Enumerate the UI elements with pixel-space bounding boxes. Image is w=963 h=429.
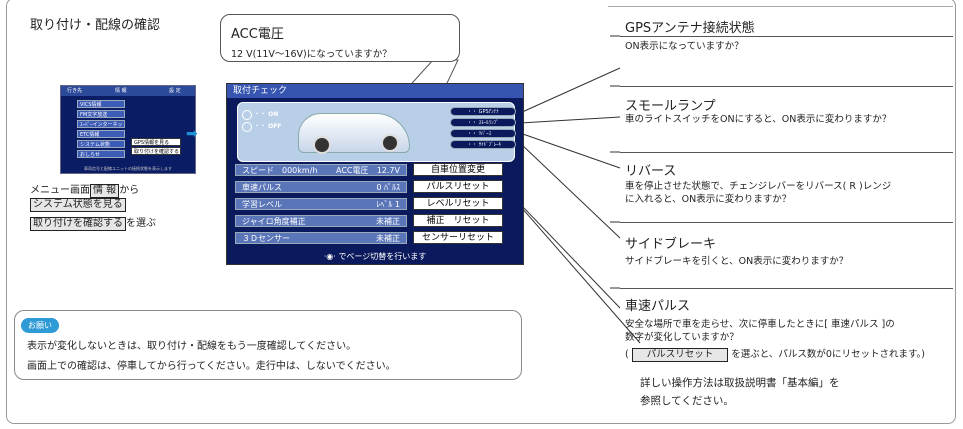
request-note: お願い 表示が変化しないときは、取り付け・配線をもう一度確認してください。 画面… xyxy=(14,310,522,380)
vehicle-pulse-text-1: 安全な場所で車を走らせ、次に停車したときに[ 車速パルス ]の xyxy=(625,319,895,330)
sensor-reset-button[interactable]: センサーリセット xyxy=(413,231,503,244)
caption-prefix: メニュー画面 xyxy=(30,185,90,196)
indicator-side-brake: ・・ ｻｲﾄﾞﾌﾞﾚｰｷ xyxy=(450,140,516,149)
row-gyro-correction: ジャイロ角度補正 未補正 xyxy=(235,215,407,227)
indicator-on-label: ・・ ON xyxy=(254,111,279,118)
small-lamp-text: 車のライトスイッチをONにすると、ON表示に変わりますか？ xyxy=(625,114,892,125)
indicator-gps-antenna: ・・ GPSｱﾝﾃﾅ xyxy=(450,107,516,116)
menu-item-etc[interactable]: ETC情報 xyxy=(77,130,125,138)
indicator-small-lamp: ・・ ｽﾓｰﾙﾗﾝﾌﾟ xyxy=(450,118,516,127)
reverse-title: リバース xyxy=(625,164,677,179)
request-line-1: 表示が変化しないときは、取り付け・配線をもう一度確認してください。 xyxy=(27,341,357,352)
row-value: ﾚﾍﾞﾙ 1 xyxy=(376,200,400,209)
off-indicator-icon xyxy=(242,121,252,132)
menu-tab-info[interactable]: 情 報 xyxy=(115,88,127,94)
rule-reverse xyxy=(620,152,953,153)
wheel-icon xyxy=(313,136,331,154)
rule-gps xyxy=(620,36,953,37)
row-label: ジャイロ角度補正 xyxy=(242,217,306,226)
gps-title: GPSアンテナ接続状態 xyxy=(625,21,755,36)
install-check-screen: 取付チェック ・・ ON ・・ OFF ・・ GPSｱﾝﾃﾅ ・・ ｽﾓｰﾙﾗﾝ… xyxy=(226,83,524,265)
caption-line-2: システム状態を見る xyxy=(30,198,126,212)
menu-item-internet[interactable]: ｽｰﾊﾟｰインターネット xyxy=(77,120,125,136)
screen-title: 取付チェック xyxy=(227,84,523,98)
key-info: 情 報 xyxy=(90,184,120,198)
speed-acc-row: スピード 000km/h ACC電圧 12.7V xyxy=(235,164,407,176)
manual-ref-line-2: 参照してください。 xyxy=(640,395,734,407)
section-title: 取り付け・配線の確認 xyxy=(30,18,161,33)
request-line-2: 画面上での確認は、停車してから行ってください。走行中は、しないでください。 xyxy=(27,361,396,372)
menu-tab-destination[interactable]: 行き先 xyxy=(67,88,83,94)
key-check-install: 取り付けを確認する xyxy=(30,217,126,231)
pulse-reset-note: ( パルスリセット を選ぶと、パルス数が0にリセットされます。) xyxy=(625,348,925,362)
side-brake-text: サイドブレーキを引くと、ON表示に変わりますか？ xyxy=(625,256,849,267)
acc-value: 12.7V xyxy=(376,166,400,175)
rule-side-brake xyxy=(620,222,953,223)
page-hint-text: でページ切替を行います xyxy=(338,252,427,261)
reverse-text-1: 車を停止させた状態で、チェンジレバーをリバース( R )レンジ xyxy=(625,181,892,192)
row-learning-level: 学習レベル ﾚﾍﾞﾙ 1 xyxy=(235,198,407,210)
speed-label: スピード xyxy=(242,166,274,175)
acc-label: ACC電圧 xyxy=(336,166,369,175)
row-value: 0 ﾊﾟﾙｽ xyxy=(376,183,400,192)
menu-tab-settings[interactable]: 設 定 xyxy=(169,88,181,94)
indicator-off: ・・ OFF xyxy=(242,121,281,132)
pulse-reset-button[interactable]: パルスリセット xyxy=(413,180,503,193)
acc-callout: ACC電圧 12 V(11V～16V)になっていますか？ xyxy=(220,14,460,62)
key-pulse-reset: パルスリセット xyxy=(631,348,729,362)
row-3d-sensor: ３Ｄセンサー 未補正 xyxy=(235,232,407,244)
note-suffix: を選ぶと、パルス数が0にリセットされます。) xyxy=(731,349,925,360)
caption-line-1: メニュー画面情 報から xyxy=(30,181,139,198)
row-value: 未補正 xyxy=(376,234,400,243)
speed-value: 000km/h xyxy=(282,166,318,175)
row-vehicle-pulse: 車速パルス 0 ﾊﾟﾙｽ xyxy=(235,181,407,193)
caption-line-3: 取り付けを確認するを選ぶ xyxy=(30,214,156,231)
vehicle-pulse-text-2: 数字が変化していますか？ xyxy=(625,332,739,343)
menu-item-notice[interactable]: おしらせ xyxy=(77,150,125,158)
acc-heading: ACC電圧 xyxy=(231,27,284,42)
page-hint: ·◉· でページ切替を行います xyxy=(227,251,523,262)
rule-small-lamp xyxy=(620,86,953,87)
page-frame xyxy=(6,0,956,424)
side-brake-title: サイドブレーキ xyxy=(625,237,717,252)
menu-item-vics[interactable]: VICS情報 xyxy=(77,100,125,108)
note-prefix: ( xyxy=(625,349,629,360)
indicator-reverse: ・・ ﾘﾊﾞｰｽ xyxy=(450,129,516,138)
correction-reset-button[interactable]: 補正 リセット xyxy=(413,214,503,227)
vehicle-pulse-title: 車速パルス xyxy=(625,299,691,314)
wheel-icon xyxy=(381,134,399,152)
caption-suffix: から xyxy=(119,185,140,196)
row-label: 学習レベル xyxy=(242,200,282,209)
menu-footer: 車両信号と配線ユニットの接続状態を表示します xyxy=(84,166,172,171)
rule-vehicle-pulse xyxy=(620,288,953,289)
on-indicator-icon xyxy=(242,109,252,120)
gps-info-button[interactable]: GPS情報を見る xyxy=(131,138,181,146)
level-reset-button[interactable]: レベルリセット xyxy=(413,197,503,210)
menu-screen: 行き先 情 報 設 定 VICS情報 FM文字放送 ｽｰﾊﾟｰインターネット E… xyxy=(60,85,196,174)
row-label: ３Ｄセンサー xyxy=(242,234,290,243)
check-install-button[interactable]: 取り付けを確認する xyxy=(131,147,181,155)
menu-item-fm[interactable]: FM文字放送 xyxy=(77,110,125,118)
key-system-status: システム状態を見る xyxy=(30,198,126,212)
car-panel: ・・ ON ・・ OFF ・・ GPSｱﾝﾃﾅ ・・ ｽﾓｰﾙﾗﾝﾌﾟ ・・ ﾘ… xyxy=(237,102,516,162)
change-position-button[interactable]: 自車位置変更 xyxy=(413,163,503,176)
manual-reference: 詳しい操作方法は取扱説明書「基本編」を 参照してください。 xyxy=(640,374,840,410)
acc-text: 12 V(11V～16V)になっていますか？ xyxy=(231,49,392,60)
menu-item-system[interactable]: システム状態 xyxy=(77,140,125,148)
top-divider xyxy=(608,6,953,7)
reverse-text-2: に入れると、ON表示に変わりますか？ xyxy=(625,194,792,205)
small-lamp-title: スモールランプ xyxy=(625,99,716,114)
caption-suffix-3: を選ぶ xyxy=(126,218,156,229)
indicator-off-label: ・・ OFF xyxy=(254,123,282,130)
joystick-icon: ·◉· xyxy=(323,252,336,261)
row-value: 未補正 xyxy=(376,217,400,226)
arrow-right-icon: ➡ xyxy=(186,126,198,142)
gps-text: ON表示になっていますか？ xyxy=(625,41,744,52)
row-label: 車速パルス xyxy=(242,183,282,192)
request-tag: お願い xyxy=(21,318,59,333)
menu-tab-bar xyxy=(61,86,195,96)
indicator-on: ・・ ON xyxy=(242,109,278,120)
manual-ref-line-1: 詳しい操作方法は取扱説明書「基本編」を xyxy=(640,377,840,389)
car-icon xyxy=(298,113,410,154)
